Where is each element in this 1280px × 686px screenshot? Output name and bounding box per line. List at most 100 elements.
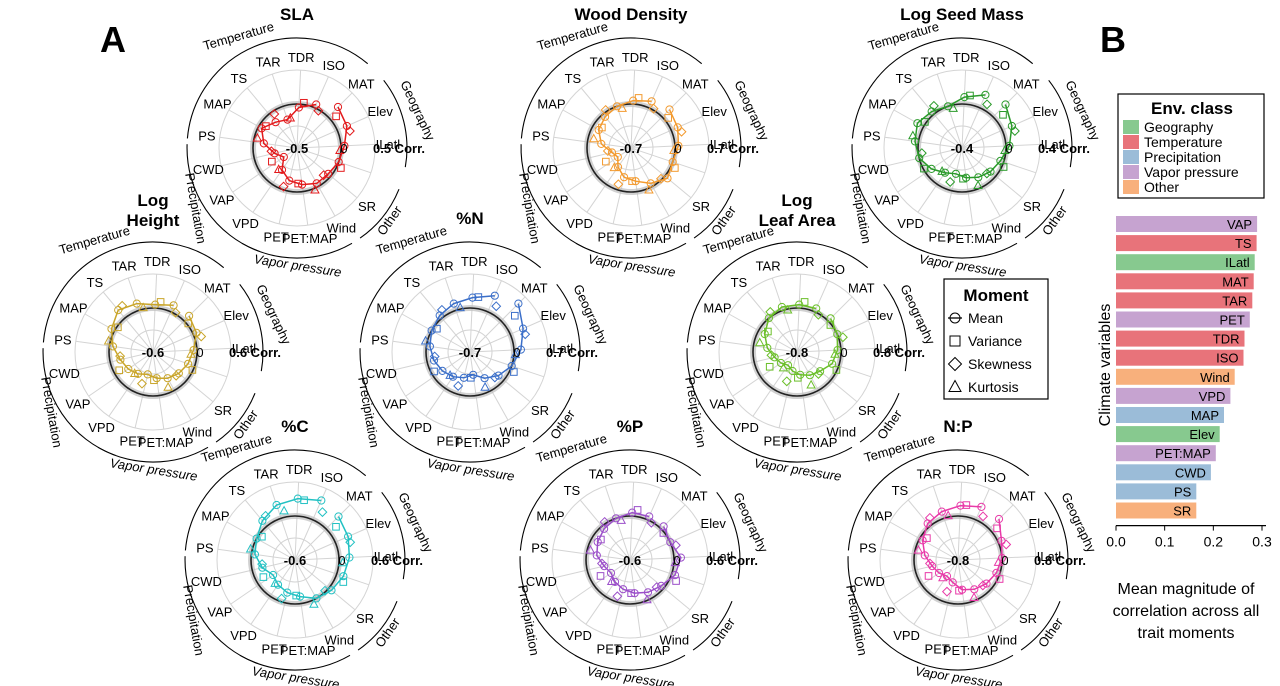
radar-class-label-other: Other — [374, 202, 405, 238]
radar-mean-point — [920, 551, 929, 560]
radar-class-arc — [1048, 79, 1073, 168]
radar-moment-point — [602, 157, 610, 166]
radar-moment-point — [606, 576, 617, 585]
radar-spoke — [630, 116, 703, 149]
radar-class-label-geography: Geography — [897, 282, 938, 347]
radar-moment-point — [648, 103, 659, 114]
radar-variable-label: PET — [929, 230, 954, 245]
radar-mean-point — [425, 342, 434, 351]
radar-moment-point — [510, 368, 518, 376]
env-legend-item: Precipitation — [1123, 149, 1221, 165]
env-legend-swatch — [1123, 120, 1139, 134]
radar-variable-label: VPD — [893, 628, 920, 643]
radar-class-arc — [383, 79, 408, 168]
radar-mean-point — [279, 152, 288, 162]
radar-moment-point — [313, 105, 324, 116]
moment-legend-marker — [949, 312, 961, 324]
radar-class-label-geography: Geography — [1058, 490, 1099, 555]
radar-spoke — [296, 116, 369, 149]
radar-mean-point — [133, 369, 143, 378]
radar-mean-point — [913, 119, 922, 128]
radar-moment-point — [511, 311, 519, 320]
radar-mean-point — [124, 364, 133, 374]
radar-variable-label: SR — [692, 199, 710, 214]
radar-spoke — [296, 143, 375, 149]
radar-variable-label: PS — [371, 332, 389, 347]
radar-variable-label: ILatl — [376, 137, 401, 152]
radar-moment-point — [257, 559, 268, 570]
radar-moment-point — [794, 373, 802, 382]
radar-mean-point — [788, 366, 797, 376]
radar-spoke — [152, 280, 185, 353]
radar-moment-point — [634, 94, 643, 102]
radar-moment-point — [588, 133, 599, 143]
radar-spoke — [469, 320, 542, 353]
radar-variable-label: PET:MAP — [282, 231, 338, 246]
radar-class-arc — [902, 654, 1014, 671]
radar-moment-point — [260, 510, 271, 521]
radar-spoke — [961, 147, 1037, 174]
radar-variable-label: ISO — [823, 262, 845, 277]
radar-mean-point — [152, 374, 161, 383]
radar-mean-point — [285, 176, 294, 185]
radar-spoke — [226, 521, 296, 561]
radar-mean-point — [333, 102, 343, 112]
radar-variable-label: CWD — [854, 574, 885, 589]
radar-mean-point — [271, 118, 280, 127]
radar-variable-label: MAP — [868, 97, 896, 112]
radar-variable-label: ILatl — [549, 341, 574, 356]
radar-spoke — [152, 274, 158, 353]
radar-spoke — [796, 351, 809, 430]
radar-spoke — [629, 555, 708, 561]
bar-x-axis-label: trait moments — [1138, 625, 1235, 642]
radar-mean-point — [296, 592, 305, 601]
radar-moment-point — [644, 184, 654, 194]
radar-spoke — [939, 559, 959, 637]
radar-spoke — [217, 548, 296, 561]
radar-class-arc — [357, 600, 398, 651]
radar-moment-point — [268, 157, 276, 166]
radar-variable-label: PS — [198, 128, 216, 143]
radar-mean-point — [107, 324, 116, 333]
radar-panel-title: %P — [617, 417, 643, 436]
radar-mean-point — [657, 581, 666, 591]
radar-spoke — [911, 87, 963, 149]
radar-mean-point — [981, 90, 990, 100]
radar-class-label-geography: Geography — [730, 490, 771, 555]
radar-moment-point — [252, 132, 263, 142]
radar-moment-point — [467, 373, 475, 382]
radar-spoke — [796, 280, 829, 353]
env-legend: Env. class GeographyTemperaturePrecipita… — [1117, 93, 1265, 199]
radar-grid-ring — [883, 69, 1041, 227]
radar-mean-point — [763, 343, 772, 352]
radar-spoke — [552, 548, 631, 561]
radar-max-label: 0.8 Corr. — [1034, 553, 1086, 568]
radar-spoke — [134, 351, 154, 429]
radar-mean-point — [805, 371, 815, 380]
radar-class-label-vapor: Vapor pressure — [426, 455, 516, 484]
radar-spoke — [746, 291, 798, 353]
radar-moment-point — [114, 323, 122, 332]
radar-variable-label: MAT — [348, 77, 375, 92]
radar-mean-point — [250, 550, 259, 559]
radar-class-label-temperature: Temperature — [534, 431, 608, 466]
radar-variable-label: MAP — [376, 301, 404, 316]
radar-zero-label: 0 — [1001, 553, 1008, 568]
radar-spoke — [961, 147, 1023, 199]
bar-x-tick-label: 0.3 — [1252, 534, 1272, 550]
bar-label: ILatl — [1225, 255, 1250, 270]
radar-variable-label: TS — [896, 71, 913, 86]
radar-max-label: 0.6 Corr. — [371, 553, 423, 568]
radar-spoke — [561, 521, 631, 561]
radar-moment-point — [491, 301, 502, 312]
radar-spoke — [276, 559, 296, 637]
radar-spoke — [218, 559, 296, 579]
radar-moment-point — [599, 516, 610, 527]
radar-zero-label: 0 — [674, 141, 681, 156]
radar-moment-point — [337, 557, 348, 567]
radar-mean-point — [610, 577, 620, 587]
env-legend-label: Temperature — [1144, 134, 1223, 150]
radar-spoke — [152, 351, 228, 378]
